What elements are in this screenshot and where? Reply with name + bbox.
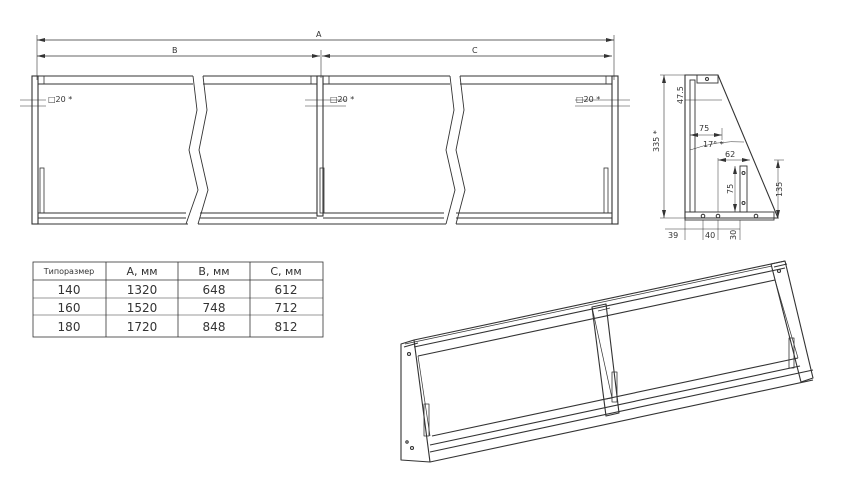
table-cell: 748 <box>203 301 226 315</box>
table-cell: 1520 <box>127 301 158 315</box>
dimension-335-label: 335 * <box>652 130 661 152</box>
table-cell: 848 <box>203 320 226 334</box>
dimension-30-label: 30 <box>729 230 738 240</box>
dimension-40-label: 40 <box>705 231 715 240</box>
table-cell: 160 <box>58 301 81 315</box>
dimension-b-label: B <box>172 46 178 55</box>
dimension-135-label: 135 <box>775 182 784 197</box>
table-cell: 612 <box>275 283 298 297</box>
table-header: А, мм <box>126 265 157 278</box>
dimension-47-5-label: 47.5 <box>676 86 685 104</box>
dimension-39-label: 39 <box>668 231 678 240</box>
square-label-left: □20 * <box>48 95 72 104</box>
square-label-right: □20 * <box>576 95 600 104</box>
table-cell: 1320 <box>127 283 158 297</box>
dimension-a-label: A <box>316 30 322 39</box>
dimension-75-vertical-label: 75 <box>726 184 735 194</box>
dimension-75-top-label: 75 <box>699 124 709 133</box>
table-header: В, мм <box>198 265 229 278</box>
table-header: С, мм <box>270 265 301 278</box>
isometric-view <box>400 260 814 463</box>
square-label-mid: □20 * <box>330 95 354 104</box>
table-cell: 180 <box>58 320 81 334</box>
table-cell: 712 <box>275 301 298 315</box>
size-table <box>32 261 324 338</box>
dimension-c-label: C <box>472 46 478 55</box>
table-header: Типоразмер <box>43 267 94 276</box>
table-cell: 648 <box>203 283 226 297</box>
table-cell: 1720 <box>127 320 158 334</box>
angle-17-label: 17° * <box>703 140 724 149</box>
side-view <box>660 74 784 240</box>
table-cell: 140 <box>58 283 81 297</box>
table-cell: 812 <box>275 320 298 334</box>
dimension-62-label: 62 <box>725 150 735 159</box>
front-view <box>20 35 630 225</box>
